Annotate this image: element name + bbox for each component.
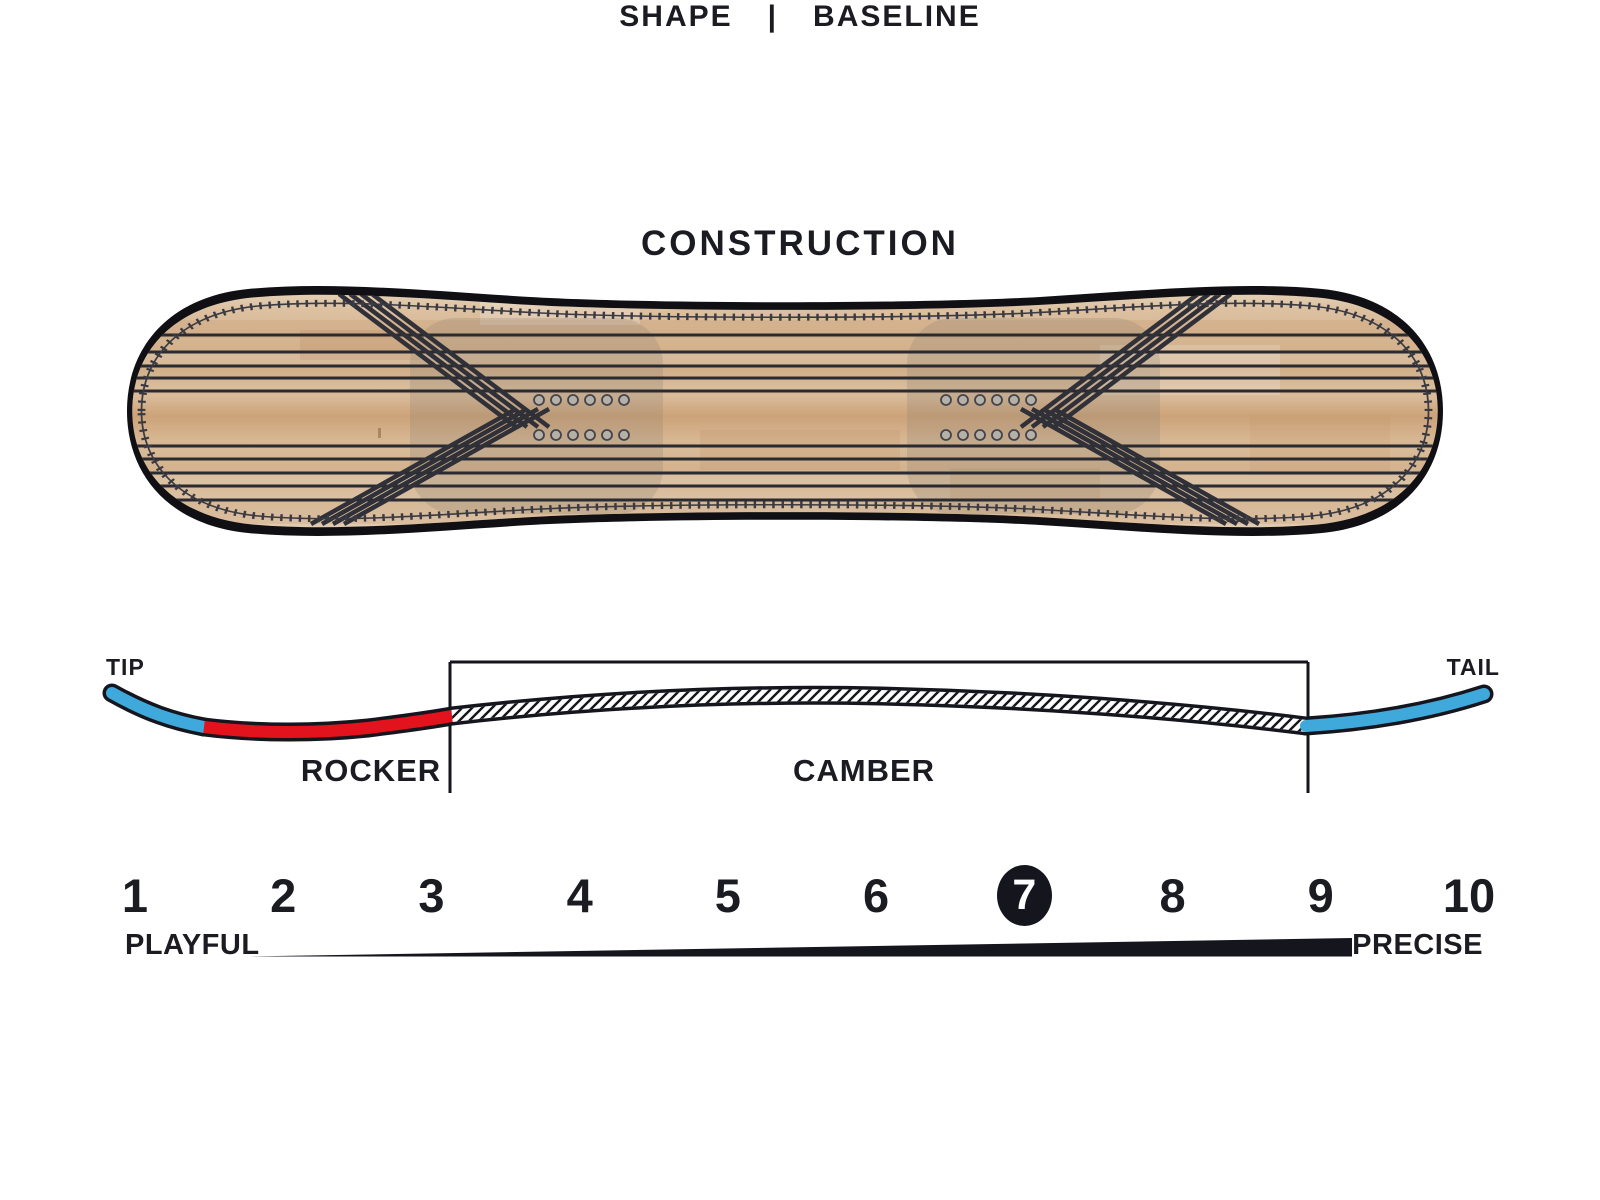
scale-value: 3 [418,868,445,922]
scale-value: 4 [566,868,593,922]
scale-value: 1 [121,868,149,922]
scale-value: 5 [714,868,741,922]
profile-tip-segment [106,687,210,733]
shape-baseline-heading: SHAPE | BASELINE [0,0,1600,34]
carbon-stringers-left [309,294,551,526]
scale-value: 6 [863,868,890,922]
heading-divider: | [767,0,779,33]
binding-inserts-left [533,394,630,441]
shape-heading: SHAPE [619,0,733,33]
profile-camber-hatch [451,689,1307,732]
binding-inserts-right [940,394,1037,441]
selected-value-badge: 7 [996,864,1052,926]
scale-value: 9 [1307,868,1334,922]
scale-value: 2 [270,868,297,922]
tip-label: TIP [106,654,145,680]
playful-label: PLAYFUL [125,929,260,961]
tail-label: TAIL [1446,654,1500,680]
camber-label: CAMBER [792,753,936,788]
construction-title: CONSTRUCTION [641,224,959,263]
snowboard-top-view [127,286,1443,536]
baseline-heading: BASELINE [813,0,981,33]
pinstripes [132,333,1438,502]
playful-precise-wedge [250,938,1352,957]
baseline-profile [102,660,1494,793]
rating-scale-row: 1 2 3 4 5 6 7 8 9 10 [103,862,1501,928]
scale-value: 8 [1159,868,1186,922]
profile-rocker-segment [203,710,454,738]
scale-value-selected: 7 [992,864,1056,926]
carbon-stringers-right [1019,294,1261,526]
precise-label: PRECISE [1352,929,1483,961]
rocker-label: ROCKER [300,753,442,788]
scale-value: 10 [1442,868,1496,922]
profile-tail-segment [1300,688,1490,732]
